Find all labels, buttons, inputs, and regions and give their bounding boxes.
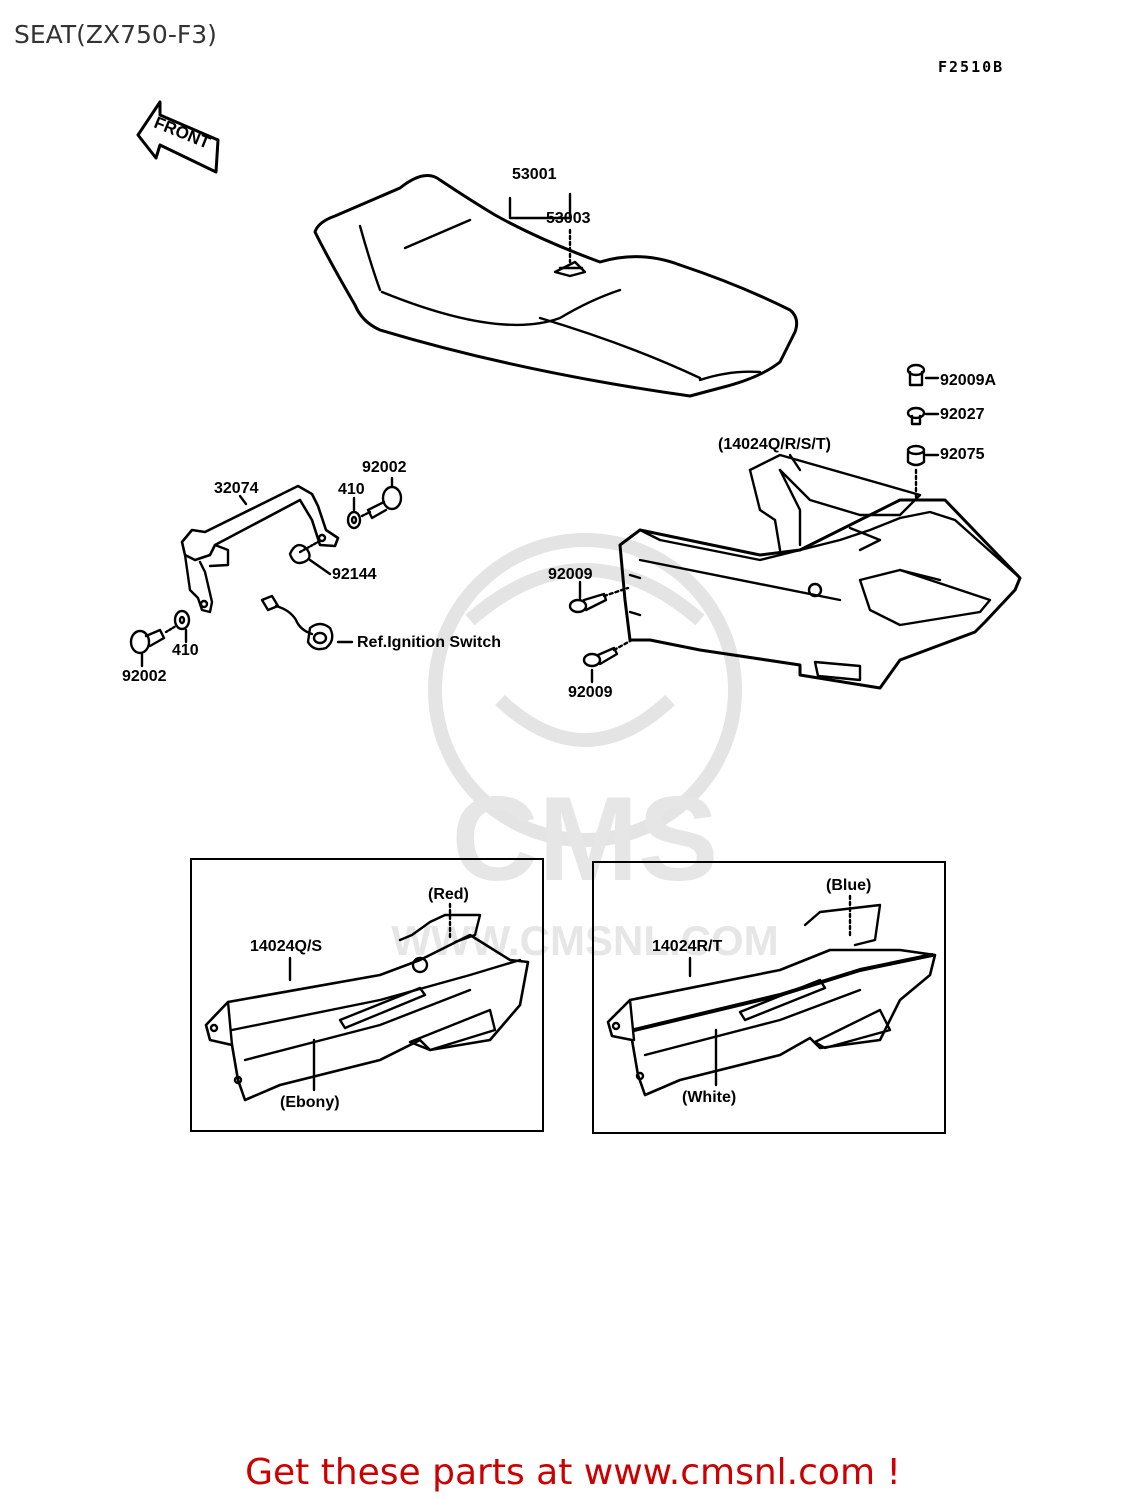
figure-code: F2510B [938, 58, 1005, 76]
label-ignition-switch: Ref.Ignition Switch [357, 634, 501, 651]
bolt-92009a-icon [906, 363, 926, 387]
inset-right-cover-drawing [606, 903, 937, 1097]
inset-right-color-top: (Blue) [826, 877, 872, 894]
label-92075: 92075 [940, 446, 985, 463]
label-53003: 53003 [546, 210, 591, 227]
front-arrow-icon: FRONT [136, 100, 220, 174]
grommet-92075-icon [906, 444, 926, 467]
tail-cover-drawing [618, 453, 1022, 690]
label-92009a: 92009A [940, 372, 997, 389]
spring-92144-icon [288, 540, 320, 565]
seat-drawing [313, 174, 799, 398]
bolt-92009-bottom-icon [582, 646, 619, 668]
inset-left-color-top: (Red) [428, 886, 469, 903]
inset-left-part: 14024Q/S [250, 938, 323, 955]
label-92009-bottom: 92009 [568, 684, 613, 701]
bolt-92002-bottom-icon [129, 628, 166, 655]
bolt-92009-top-icon [568, 592, 608, 614]
watermark-logo: CMS [452, 772, 719, 906]
leader-53001 [508, 196, 572, 220]
label-14024-all: (14024Q/R/S/T) [718, 436, 831, 453]
washer-410-top-icon [346, 510, 362, 530]
inset-left-cover-drawing [204, 913, 530, 1102]
label-92002-bottom: 92002 [122, 668, 167, 685]
washer-92027-icon [906, 406, 926, 426]
inset-box-left [190, 858, 544, 1132]
label-92009-top: 92009 [548, 566, 593, 583]
label-92002-top: 92002 [362, 459, 407, 476]
inset-box-right [592, 861, 946, 1134]
ignition-switch-icon [260, 594, 334, 651]
label-53001: 53001 [512, 166, 557, 183]
bolt-92002-top-icon [366, 485, 403, 520]
page-title: SEAT(ZX750-F3) [14, 20, 217, 49]
label-32074: 32074 [214, 480, 259, 497]
bracket-32074-drawing [180, 484, 340, 614]
inset-right-color-bottom: (White) [682, 1089, 737, 1106]
footer-link[interactable]: Get these parts at www.cmsnl.com ! [245, 1452, 901, 1493]
label-410-bottom: 410 [172, 642, 199, 659]
inset-right-part: 14024R/T [652, 938, 723, 955]
label-92027: 92027 [940, 406, 985, 423]
washer-410-bottom-icon [173, 609, 191, 631]
label-410-top: 410 [338, 481, 365, 498]
label-92144: 92144 [332, 566, 377, 583]
inset-left-color-bottom: (Ebony) [280, 1094, 340, 1111]
